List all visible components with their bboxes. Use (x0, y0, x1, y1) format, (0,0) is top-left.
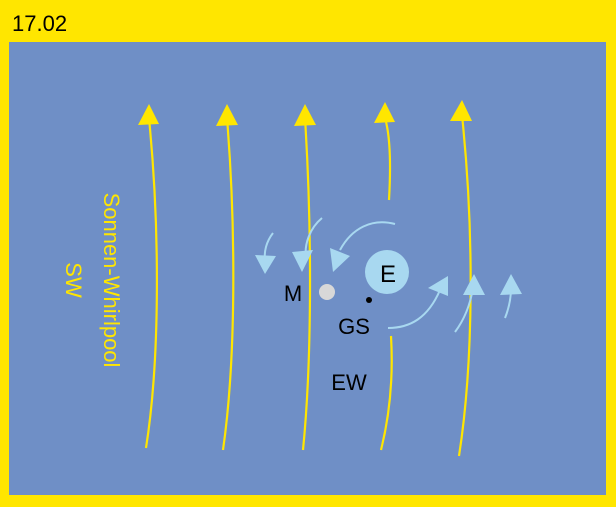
gs-label: GS (338, 314, 370, 339)
earth-circle (365, 250, 409, 294)
earth-label: E (380, 261, 396, 288)
earth-flow-arc-right (387, 289, 441, 329)
earth-flow-arrowhead-5 (463, 274, 485, 295)
moon-circle (319, 284, 335, 300)
earth-flow-arrowhead-6 (500, 274, 522, 295)
whirlpool-name-label: Sonnen-Whirlpool (99, 193, 124, 368)
ew-label: EW (331, 370, 367, 395)
header-label: 17.02 (12, 11, 67, 36)
gs-point (366, 297, 372, 303)
whirlpool-arrowhead-5 (450, 100, 472, 121)
whirlpool-line-4a (383, 117, 392, 201)
whirlpool-arrowhead-1 (138, 104, 159, 125)
whirlpool-arrowhead-4 (374, 102, 395, 123)
whirlpool-arrowheads (138, 100, 472, 126)
whirlpool-arrowhead-3 (294, 104, 316, 126)
earth-flow-arrowheads (255, 248, 522, 296)
earth-flow-arrowhead-2 (292, 250, 313, 272)
whirlpool-line-1 (144, 117, 159, 449)
earth-flow-arrowhead-3 (255, 255, 276, 274)
whirlpool-line-3 (301, 117, 312, 451)
whirlpool-line-2 (221, 117, 235, 451)
earth-flow-arrowhead-4 (428, 276, 448, 296)
earth-flow-arrowhead-1 (330, 248, 350, 272)
whirlpool-arrowhead-2 (216, 104, 238, 126)
whirlpool-abbr-label: SW (61, 262, 86, 298)
moon-label: M (284, 281, 302, 306)
whirlpool-line-4b (379, 335, 393, 451)
earth-flow-arc-left (339, 221, 396, 251)
